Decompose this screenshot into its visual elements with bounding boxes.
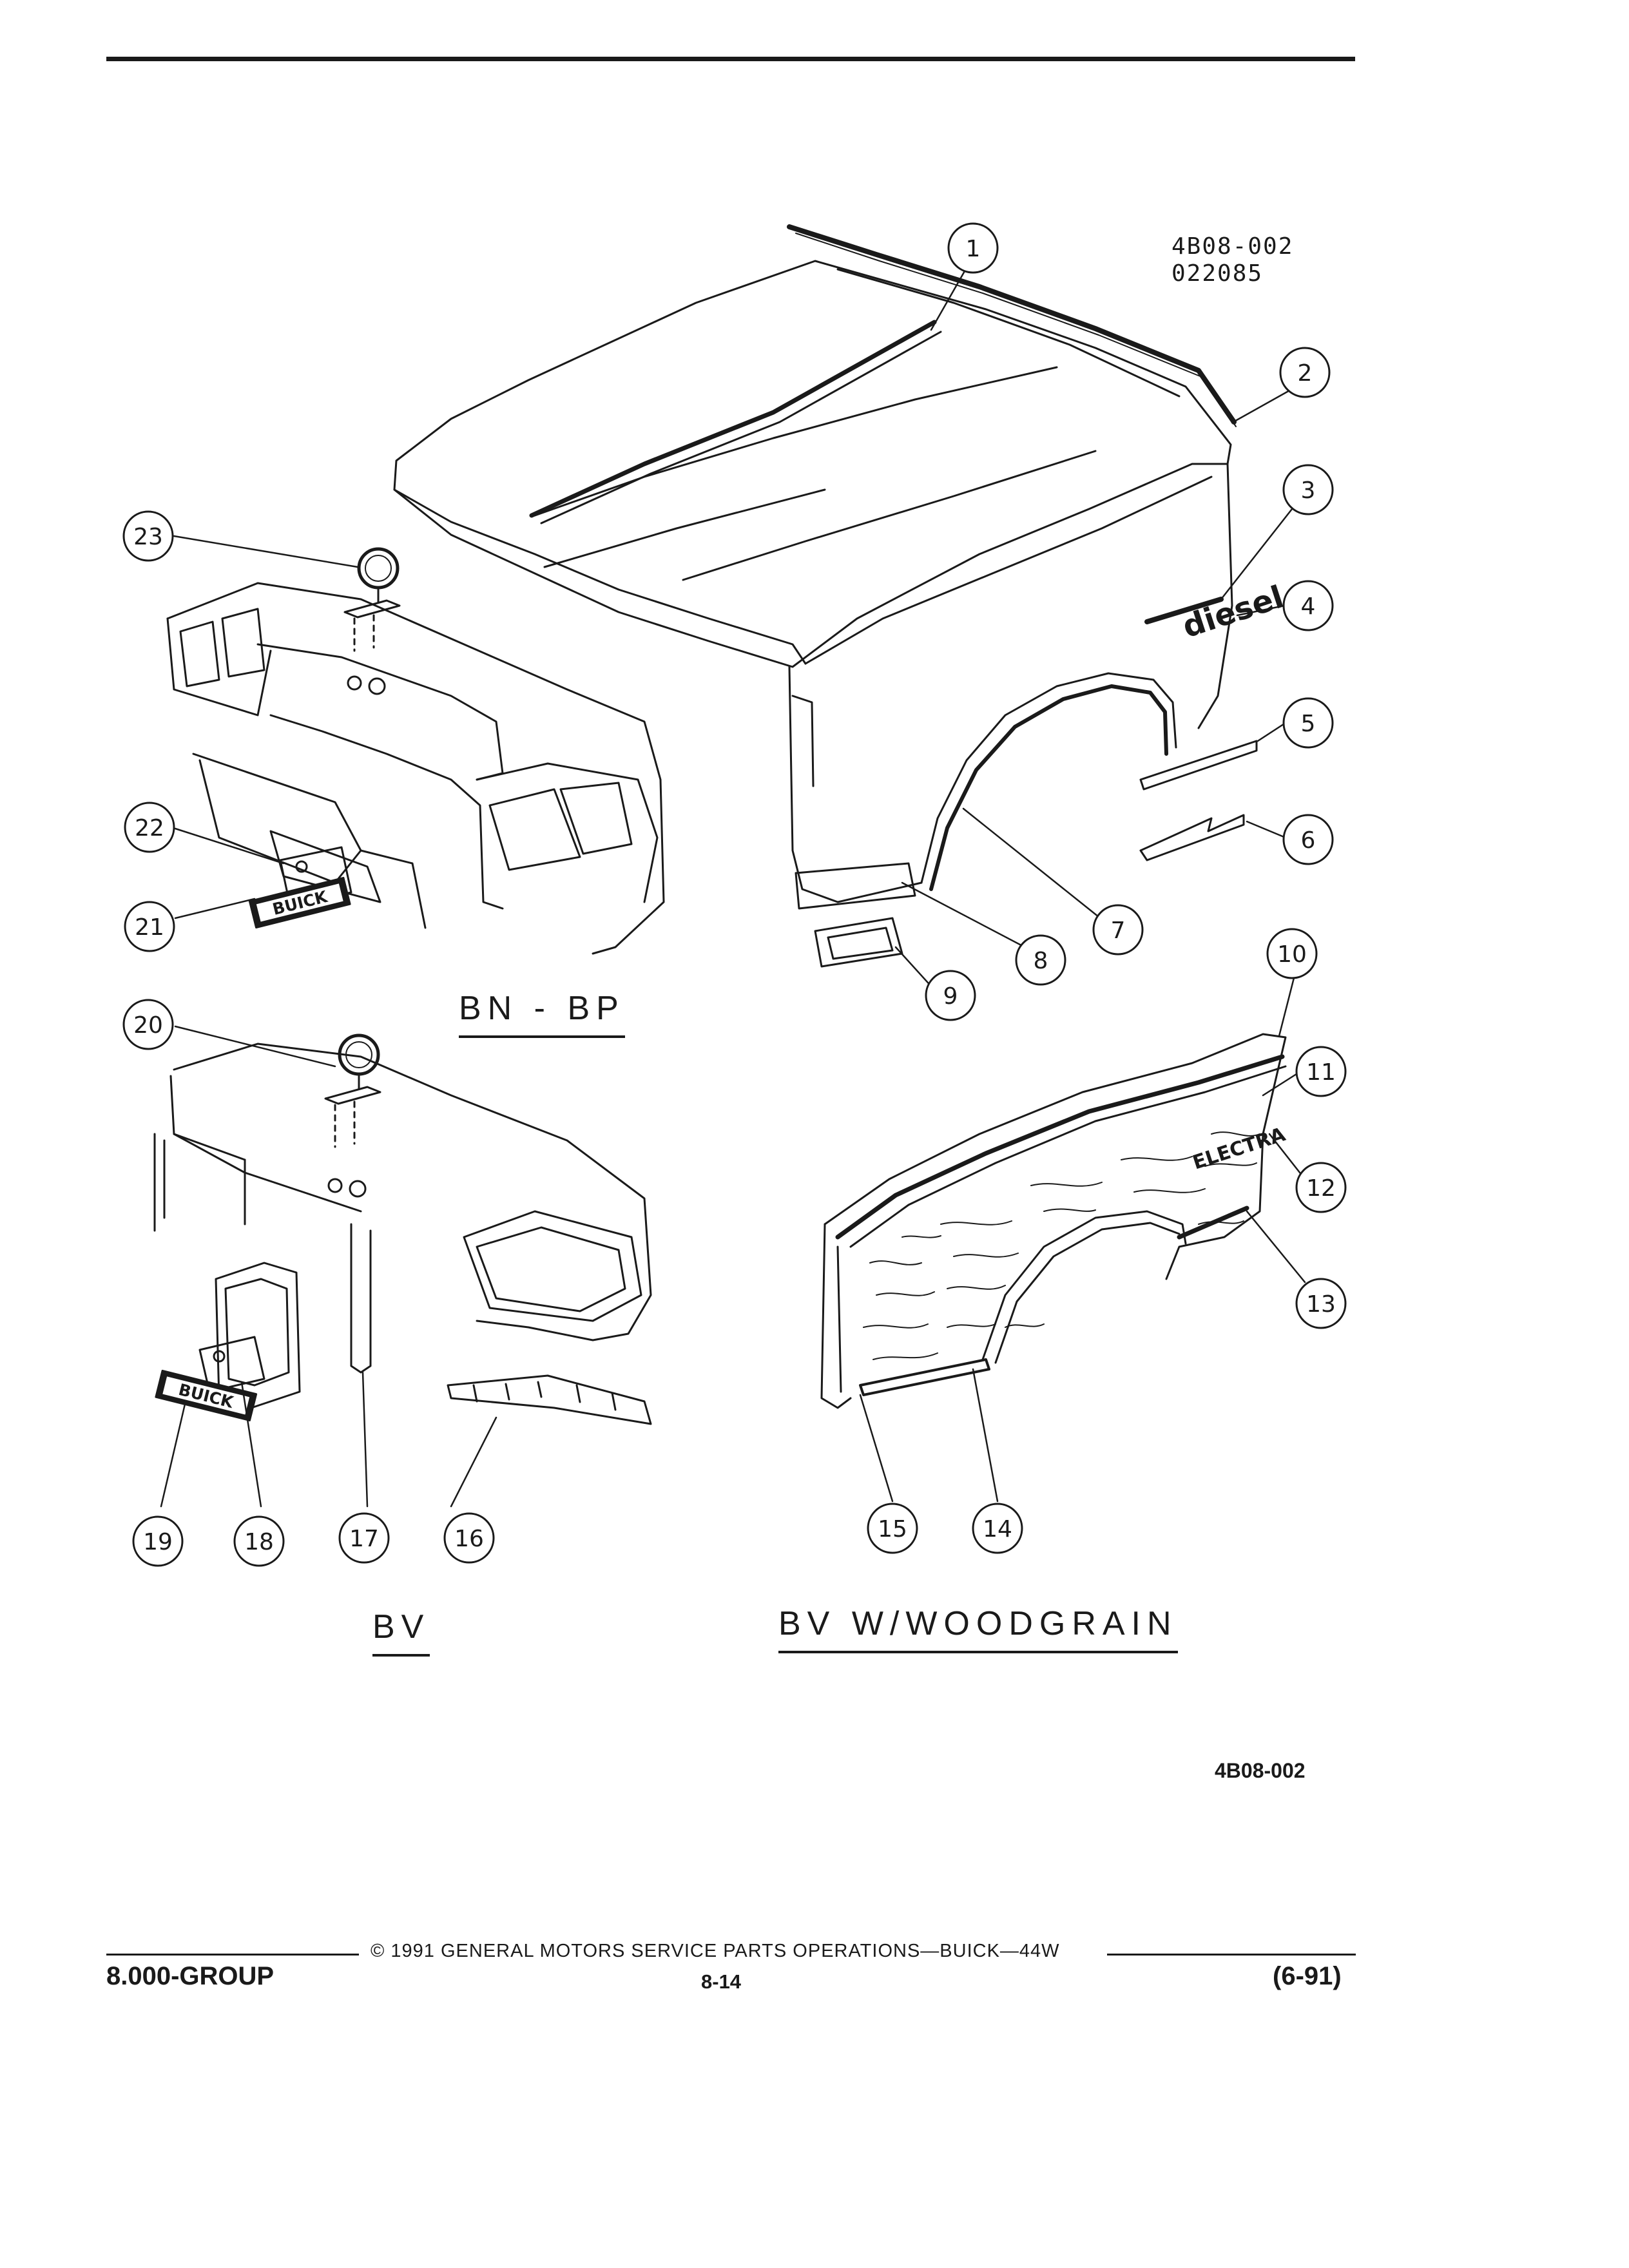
callout-number-17: 17 [349,1526,379,1552]
callout-number-14: 14 [983,1516,1012,1542]
plate-18-hole [213,1350,226,1363]
callout-circle-17 [338,1512,390,1564]
callout-number-13: 13 [1306,1291,1336,1318]
callout-number-18: 18 [244,1529,274,1555]
buick-nameplate-upper: BUICK [248,876,351,928]
woodgrain-fender [820,1033,1287,1409]
callout-circle-3 [1282,464,1334,515]
plate-18 [198,1336,265,1393]
callout-circle-1 [947,222,999,274]
hood-ornament-lower [324,1033,381,1198]
view-label-bn-bp: BN - BP [459,989,625,1038]
footer-rule-left [106,1954,359,1956]
hood-ornament-upper [343,547,401,695]
callout-number-10: 10 [1277,941,1307,968]
callout-number-22: 22 [135,815,164,841]
callout-circle-13 [1295,1278,1347,1329]
buick-nameplate-lower: BUICK [155,1369,258,1421]
view-label-bv-text: BV [372,1608,430,1646]
callout-circle-8 [1015,934,1066,986]
callout-number-2: 2 [1298,360,1313,387]
drawing-code-line2: 022085 [1171,260,1264,287]
footer-date: (6-91) [1273,1962,1342,1990]
callout-number-1: 1 [966,236,981,262]
callout-circle-23 [122,510,174,562]
callout-number-16: 16 [454,1526,484,1552]
callout-number-7: 7 [1111,918,1126,944]
callout-circle-19 [132,1515,184,1567]
footer-copyright: © 1991 GENERAL MOTORS SERVICE PARTS OPER… [371,1941,1060,1961]
bv-grille [153,1043,652,1425]
bn-bp-grille [166,582,665,955]
callout-circle-7 [1092,904,1144,956]
callout-circle-14 [972,1503,1023,1554]
footer-group: 8.000-GROUP [106,1962,275,1990]
callout-circle-15 [867,1503,918,1554]
callout-circle-12 [1295,1162,1347,1213]
callout-circle-6 [1282,814,1334,865]
callout-number-4: 4 [1301,593,1316,620]
callout-circle-10 [1266,928,1318,979]
view-label-bv-woodgrain-text: BV W/WOODGRAIN [778,1605,1178,1642]
footer-page-number: 8-14 [701,1970,742,1993]
callout-number-3: 3 [1301,477,1316,504]
callout-circle-2 [1279,347,1331,398]
plate-22-hole [295,860,308,873]
callout-circle-16 [443,1512,495,1564]
callout-number-5: 5 [1301,711,1316,737]
view-label-bn-bp-text: BN - BP [459,990,625,1027]
callout-circle-11 [1295,1046,1347,1097]
callout-number-8: 8 [1034,948,1048,974]
callout-circle-5 [1282,697,1334,749]
callout-number-15: 15 [878,1516,907,1542]
drawing-code-line1: 4B08-002 [1171,233,1294,260]
callout-circle-20 [122,999,174,1050]
view-label-bv-woodgrain: BV W/WOODGRAIN [778,1604,1178,1653]
callout-circle-22 [124,802,175,853]
hood-assembly [393,224,1258,968]
plate-22 [279,846,352,907]
drawing-code: 4B08-002 022085 [1171,233,1293,287]
callout-number-21: 21 [135,914,164,941]
callout-number-19: 19 [143,1529,173,1555]
callout-circle-18 [233,1515,285,1567]
callout-number-6: 6 [1301,827,1316,854]
callout-number-20: 20 [133,1012,163,1039]
top-rule [106,57,1355,61]
callout-number-9: 9 [943,983,958,1010]
callout-circle-21 [124,901,175,952]
view-label-bv: BV [372,1608,430,1657]
callout-number-12: 12 [1306,1175,1336,1202]
callout-circle-4 [1282,580,1334,631]
callout-circle-9 [925,970,976,1021]
callout-number-23: 23 [133,524,163,550]
footer-rule-right [1107,1954,1356,1956]
figure-id: 4B08-002 [1215,1759,1306,1782]
electra-badge: ELECTRA [1190,1123,1289,1175]
diesel-badge: diesel [1178,579,1287,645]
callout-number-11: 11 [1306,1059,1336,1086]
